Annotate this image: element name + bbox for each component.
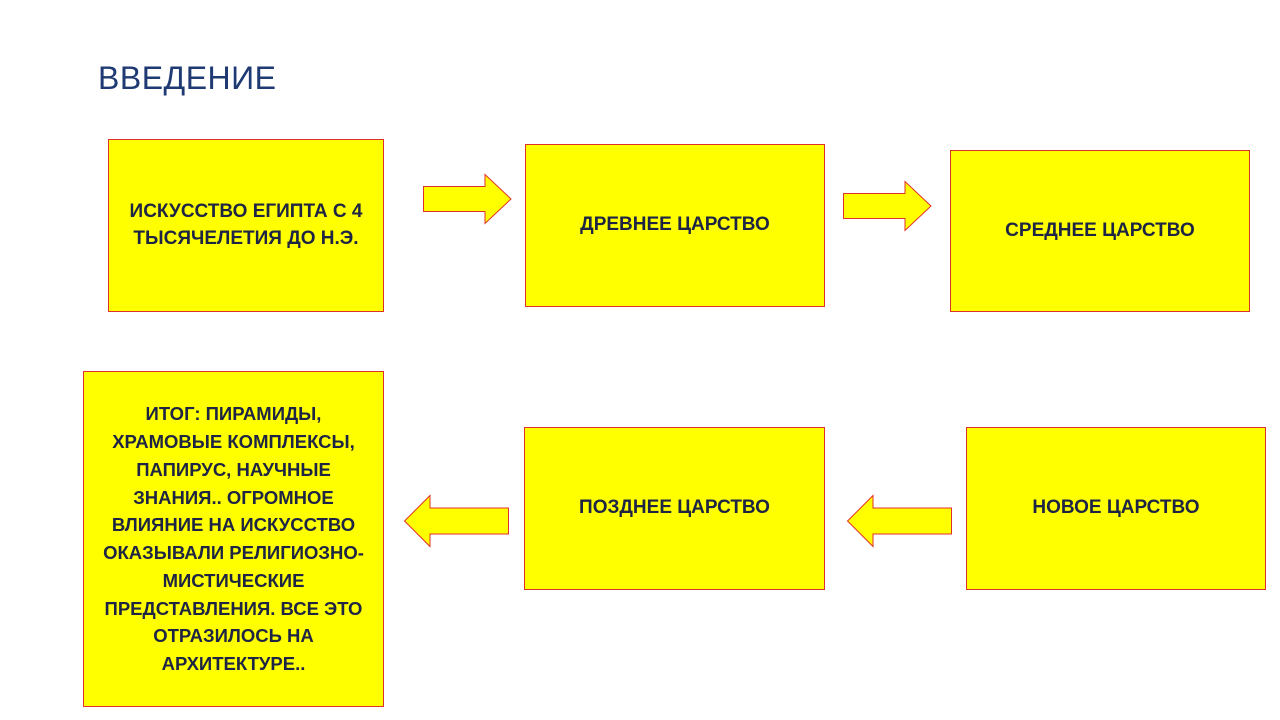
box-new-kingdom: НОВОЕ ЦАРСТВО	[966, 427, 1266, 590]
box-late-kingdom: ПОЗДНЕЕ ЦАРСТВО	[524, 427, 825, 590]
arrow-right-icon	[843, 180, 932, 232]
box-middle-kingdom-text: СРЕДНЕЕ ЦАРСТВО	[1005, 219, 1195, 241]
box-egypt-art-intro: ИСКУССТВО ЕГИПТА С 4 ТЫСЯЧЕЛЕТИЯ ДО Н.Э.	[108, 139, 384, 312]
box-late-kingdom-text: ПОЗДНЕЕ ЦАРСТВО	[579, 497, 770, 519]
arrow-left-icon	[846, 494, 952, 548]
arrow-left-icon	[403, 494, 509, 548]
box-new-kingdom-text: НОВОЕ ЦАРСТВО	[1032, 497, 1200, 519]
slide-title: ВВЕДЕНИЕ	[98, 60, 277, 96]
box-result-summary-text: ИТОГ: ПИРАМИДЫ, ХРАМОВЫЕ КОМПЛЕКСЫ, ПАПИ…	[103, 403, 364, 674]
box-ancient-kingdom-text: ДРЕВНЕЕ ЦАРСТВО	[580, 214, 770, 236]
arrow-right-icon	[423, 173, 512, 225]
box-ancient-kingdom: ДРЕВНЕЕ ЦАРСТВО	[525, 144, 825, 307]
box-egypt-art-intro-text: ИСКУССТВО ЕГИПТА С 4 ТЫСЯЧЕЛЕТИЯ ДО Н.Э.	[129, 200, 363, 249]
box-result-summary: ИТОГ: ПИРАМИДЫ, ХРАМОВЫЕ КОМПЛЕКСЫ, ПАПИ…	[83, 371, 384, 707]
box-middle-kingdom: СРЕДНЕЕ ЦАРСТВО	[950, 150, 1250, 312]
